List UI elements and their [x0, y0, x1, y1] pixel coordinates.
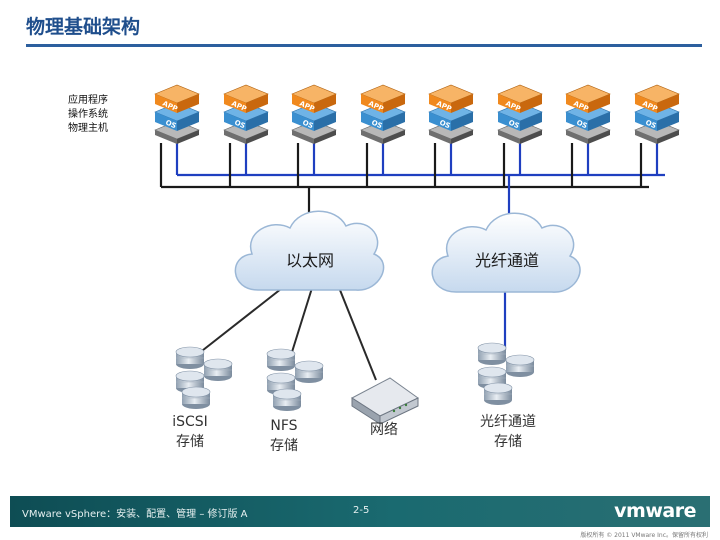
iscsi-storage-label: iSCSI 存储 [172, 414, 208, 450]
switch-link [337, 284, 377, 381]
iscsi-link [197, 284, 287, 355]
os-box-label: OS [575, 119, 588, 131]
nfs-link [291, 287, 313, 353]
ethernet-label: 以太网 [285, 251, 334, 270]
os-box-label: OS [438, 119, 451, 131]
os-box-label: OS [233, 119, 246, 131]
nfs-storage-label: NFS 存储 [270, 418, 298, 454]
legend-host: 物理主机 [68, 123, 108, 134]
ethernet-cloud [234, 210, 385, 291]
fibre-channel-label: 光纤通道 [474, 251, 539, 270]
network-lines [159, 143, 665, 381]
fc-storage-label: 光纤通道 存储 [480, 414, 536, 450]
stack-legend: 应用程序 操作系统 物理主机 [68, 94, 108, 136]
footer-bar: VMware vSphere：安装、配置、管理 – 修订版 A 2-5 vmwa… [10, 496, 710, 527]
os-box-label: OS [370, 119, 383, 131]
nfs-storage-icon [266, 348, 324, 411]
os-box-label: OS [164, 119, 177, 131]
legend-os: 操作系统 [68, 109, 108, 120]
os-box-label: OS [301, 119, 314, 131]
network-label: 网络 [370, 422, 398, 438]
os-box-label: OS [644, 119, 657, 131]
page-number: 2-5 [353, 505, 370, 516]
iscsi-storage-icon [175, 346, 233, 409]
vmware-logo: vmware [614, 500, 696, 522]
host-drops [159, 143, 659, 187]
fc-storage-icon [477, 342, 535, 405]
page-title: 物理基础架构 [26, 16, 141, 38]
title-divider [26, 44, 702, 47]
os-box-label: OS [507, 119, 520, 131]
network-switch-icon [351, 377, 419, 425]
legend-app: 应用程序 [68, 95, 108, 106]
copyright-notice: 版权所有 © 2011 VMware Inc。保留所有权利 [580, 532, 708, 539]
fibre-cloud [431, 212, 581, 293]
course-title: VMware vSphere：安装、配置、管理 – 修订版 A [22, 509, 248, 520]
